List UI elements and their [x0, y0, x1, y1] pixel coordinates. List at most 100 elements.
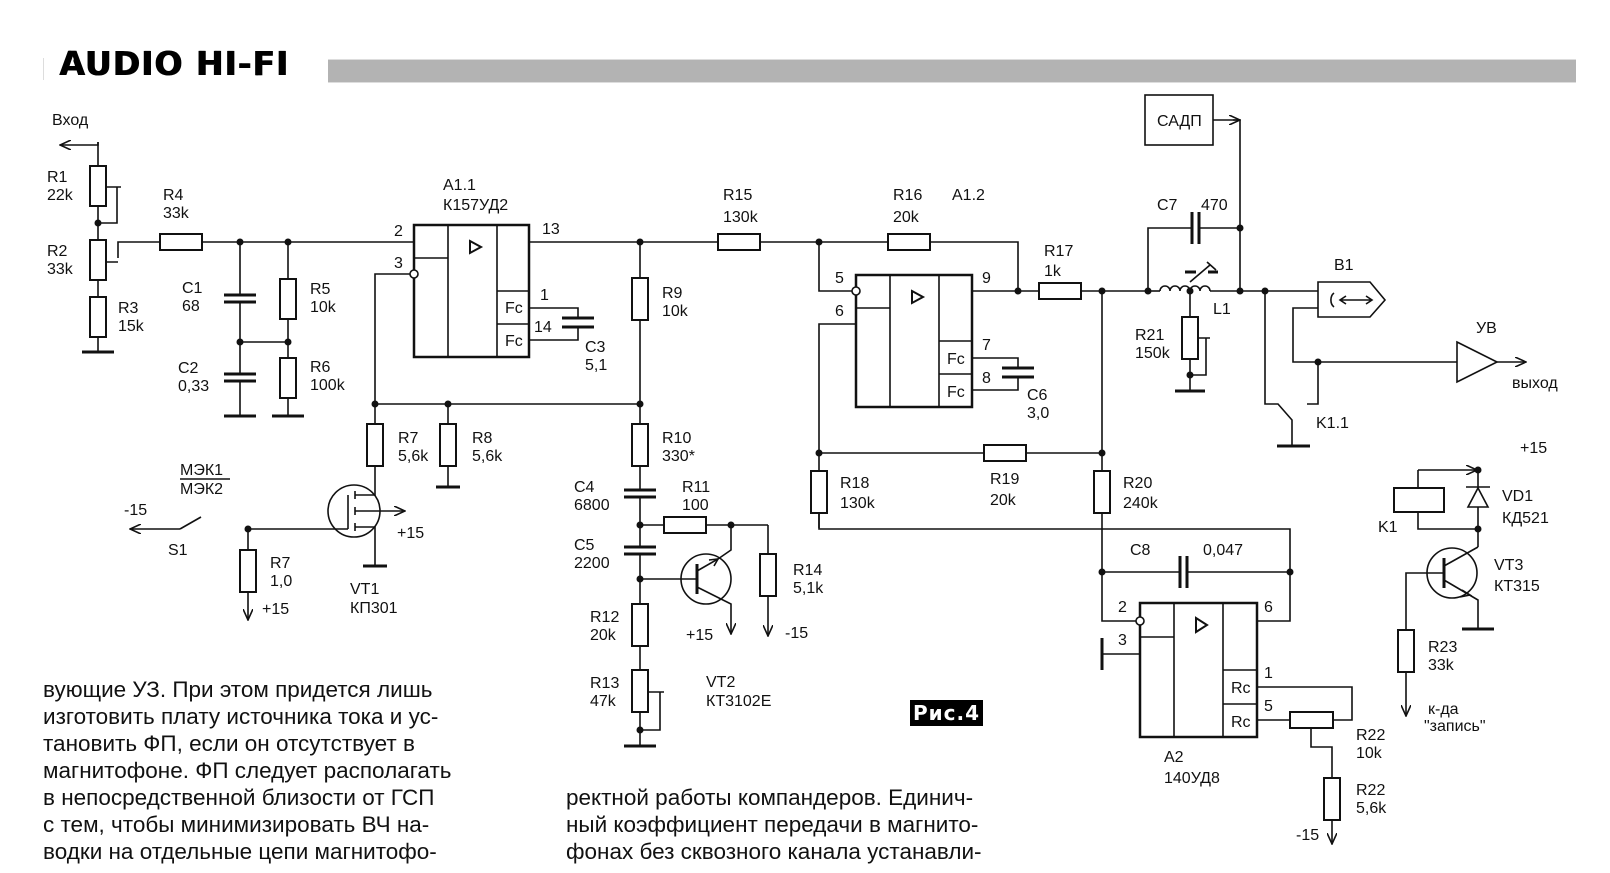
schematic-label: R9 — [662, 285, 683, 302]
schematic-label: A1.1 — [443, 177, 476, 194]
schematic-label: 100 — [682, 497, 709, 514]
schematic-label: R2 — [47, 243, 68, 260]
schematic-label: +15 — [397, 525, 424, 542]
schematic-label: 9 — [982, 270, 991, 287]
schematic-label: +15 — [1520, 440, 1547, 457]
schematic-label: 33k — [1428, 657, 1455, 674]
resistor-R15: R15 130k — [717, 187, 888, 251]
resistor-R6: R6 100k — [272, 342, 346, 418]
schematic-label: Fc — [947, 351, 965, 368]
schematic-label: 130k — [723, 209, 759, 226]
paragraph-line: в непосредственной близости от ГСП — [43, 785, 435, 810]
schematic-label: R1 — [47, 169, 68, 186]
inductor-L1: L1 — [1148, 261, 1240, 318]
resistor-R19: R19 20k — [819, 444, 1102, 509]
resistor-R11: R11 100 — [640, 479, 768, 534]
input-net: Вход — [52, 112, 99, 166]
schematic-label: КТ315 — [1494, 578, 1540, 595]
head-B1: B1 — [1317, 257, 1387, 318]
resistor-R4: R4 33k — [159, 187, 203, 251]
resistor-R14: R14 5,1k -15 — [759, 525, 824, 642]
resistor-R20: R20 240k — [1093, 470, 1159, 514]
schematic-label: C7 — [1157, 197, 1178, 214]
schematic-label: R15 — [723, 187, 752, 204]
schematic-label: R3 — [118, 300, 139, 317]
schematic-label: 470 — [1201, 197, 1228, 214]
schematic-label: B1 — [1334, 257, 1354, 274]
schematic-label: 8 — [982, 370, 991, 387]
opamp-A1-1: A1.1 К157УД2 Fc Fc 2 3 13 1 14 — [394, 177, 560, 359]
schematic-label: 150k — [1135, 345, 1171, 362]
schematic-label: R12 — [590, 609, 619, 626]
paragraph-line: изготовить плату источника тока и ус- — [43, 704, 439, 729]
schematic-label: VT3 — [1494, 557, 1523, 574]
schematic-label: Fc — [505, 300, 523, 317]
schematic-label: S1 — [168, 542, 188, 559]
schematic-label: 1 — [1264, 665, 1273, 682]
schematic-label: 5,1k — [793, 580, 824, 597]
schematic-label: R11 — [682, 479, 710, 496]
schematic-label: 330* — [662, 448, 695, 465]
paragraph-line: ректной работы компандеров. Единич- — [566, 785, 974, 810]
input-label: Вход — [52, 112, 89, 129]
resistor-R16: R16 20k — [887, 187, 1019, 291]
schematic-label: R7 — [398, 430, 419, 447]
schematic-label: 1k — [1044, 263, 1062, 280]
schematic-label: R6 — [310, 359, 331, 376]
capacitor-C3: C3 5,1 — [529, 307, 607, 374]
schematic-label: 1,0 — [270, 573, 292, 590]
amplifier-UV: УВ выход — [1456, 320, 1558, 392]
paragraph-line: ный коэффициент передачи в магнито- — [566, 812, 979, 837]
schematic-label: Rc — [1231, 680, 1251, 697]
schematic-label: КД521 — [1502, 510, 1549, 527]
schematic-label: L1 — [1213, 301, 1231, 318]
resistor-R22b: R22 5,6k -15 — [1296, 777, 1387, 844]
resistor-R7b: R7 1,0 +15 — [239, 529, 292, 620]
transistor-VT3: VT3 КТ315 — [1405, 546, 1540, 631]
capacitor-C5: C5 2200 — [574, 525, 656, 579]
schematic-label: C4 — [574, 479, 595, 496]
paragraph-line: тановить ФП, если он отсутствует в — [43, 731, 415, 756]
resistor-R3: R3 15k — [82, 296, 145, 354]
resistor-R9: R9 10k — [631, 242, 689, 404]
schematic-label: R21 — [1135, 327, 1164, 344]
schematic-label: C6 — [1027, 387, 1048, 404]
schematic-label: 10k — [310, 299, 337, 316]
transistor-VT1: +15 VT1 КП301 — [248, 484, 424, 617]
schematic-label: 10k — [1356, 745, 1383, 762]
resistor-R17: R17 1k — [1038, 243, 1148, 300]
schematic-label: 5 — [1264, 698, 1273, 715]
schematic-label: 6 — [1264, 599, 1273, 616]
schematic-label: 47k — [590, 693, 617, 710]
schematic-label: 20k — [990, 492, 1017, 509]
schematic-label: C3 — [585, 339, 606, 356]
schematic-label: Rc — [1231, 714, 1251, 731]
schematic-label: 3 — [394, 255, 403, 272]
schematic-label: 15k — [118, 318, 145, 335]
resistor-R2: R2 33k — [47, 239, 160, 281]
schematic-label: +15 — [262, 601, 289, 618]
resistor-R5: R5 10k — [279, 242, 337, 342]
schematic-label: R22 — [1356, 782, 1385, 799]
schematic-label: C5 — [574, 537, 595, 554]
schematic-label: "запись" — [1424, 718, 1486, 735]
schematic-label: 130k — [840, 495, 876, 512]
resistor-R21: R21 150k — [1135, 291, 1210, 393]
schematic-label: САДП — [1157, 113, 1202, 130]
schematic-label: R18 — [840, 475, 869, 492]
schematic-label: A2 — [1164, 749, 1184, 766]
schematic-label: 5,1 — [585, 357, 607, 374]
resistor-R18: R18 130k — [810, 470, 1291, 572]
resistor-R13: R13 47k — [590, 669, 664, 748]
schematic-label: R5 — [310, 281, 331, 298]
schematic-label: 3 — [1118, 632, 1127, 649]
schematic-label: 100k — [310, 377, 346, 394]
schematic-label: 7 — [982, 337, 991, 354]
text-column-2: ректной работы компандеров. Единич- ный … — [566, 784, 1028, 865]
schematic-label: УВ — [1476, 320, 1497, 337]
schematic-label: 1 — [540, 287, 549, 304]
schematic-label: A1.2 — [952, 187, 985, 204]
header-bar — [328, 59, 1576, 83]
switch-S1: МЭК1 МЭК2 -15 S1 — [124, 462, 230, 559]
